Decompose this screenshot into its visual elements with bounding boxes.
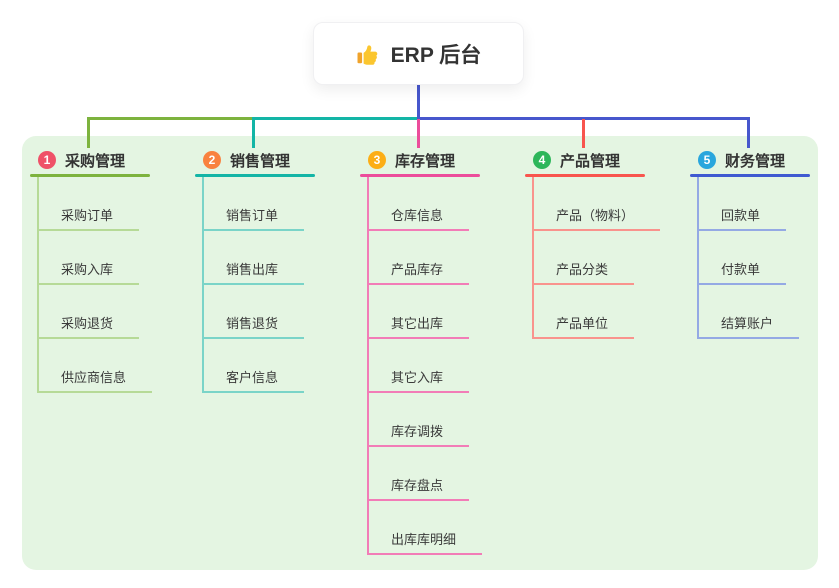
child-label: 客户信息 [226,370,279,385]
thumbs-up-icon [357,44,377,65]
child-node[interactable]: 产品分类 [534,231,635,285]
child-label: 销售订单 [226,208,279,223]
drop-line-sales [252,119,255,148]
child-label: 结算账户 [721,316,774,331]
child-label: 回款单 [721,208,761,223]
badge-2: 2 [203,151,221,169]
child-label: 供应商信息 [61,370,127,385]
child-label: 产品分类 [556,262,609,277]
branch-label: 销售管理 [230,152,291,170]
badge-4: 4 [533,151,551,169]
branch-label: 产品管理 [560,152,621,170]
branch-label: 采购管理 [65,152,126,170]
branch-underline [30,174,150,177]
drop-line-product [582,119,585,148]
child-node[interactable]: 采购入库 [39,231,140,285]
badge-3: 3 [368,151,386,169]
child-node[interactable]: 仓库信息 [369,177,470,231]
child-node[interactable]: 产品（物料） [534,177,661,231]
root-node[interactable]: ERP 后台 [313,22,524,85]
branch-product: 4 产品管理 产品（物料） 产品分类 产品单位 [525,146,695,339]
child-label: 产品（物料） [556,208,635,223]
drop-line-finance [747,119,750,148]
branch-underline [690,174,810,177]
branch-underline [525,174,645,177]
child-label: 销售出库 [226,262,279,277]
child-node[interactable]: 销售出库 [204,231,305,285]
bus-segment-sales [252,117,418,120]
branch-node-product[interactable]: 4 产品管理 [525,146,695,174]
branch-purchase: 1 采购管理 采购订单 采购入库 采购退货 供应商信息 [30,146,200,393]
branch-label: 财务管理 [725,152,786,170]
child-label: 库存盘点 [391,478,444,493]
branch-children: 产品（物料） 产品分类 产品单位 [532,177,661,339]
child-node[interactable]: 采购退货 [39,285,140,339]
child-node[interactable]: 其它出库 [369,285,470,339]
child-node[interactable]: 库存盘点 [369,447,470,501]
child-label: 产品单位 [556,316,609,331]
child-node[interactable]: 销售订单 [204,177,305,231]
branch-node-inventory[interactable]: 3 库存管理 [360,146,530,174]
child-node[interactable]: 采购订单 [39,177,140,231]
child-node[interactable]: 库存调拨 [369,393,470,447]
child-node[interactable]: 其它入库 [369,339,470,393]
child-node[interactable]: 产品单位 [534,285,635,339]
child-node[interactable]: 产品库存 [369,231,470,285]
bus-segment-purchase [87,117,253,120]
branch-sales: 2 销售管理 销售订单 销售出库 销售退货 客户信息 [195,146,365,393]
child-node[interactable]: 销售退货 [204,285,305,339]
root-node-label: ERP 后台 [390,43,482,67]
child-label: 采购订单 [61,208,114,223]
child-label: 付款单 [721,262,761,277]
bus-segment-right [417,117,750,120]
child-node[interactable]: 回款单 [699,177,787,231]
drop-line-purchase [87,119,90,148]
mindmap-panel [22,136,818,570]
child-label: 库存调拨 [391,424,444,439]
badge-5: 5 [698,151,716,169]
child-label: 产品库存 [391,262,444,277]
branch-node-finance[interactable]: 5 财务管理 [690,146,839,174]
child-node[interactable]: 出库库明细 [369,501,483,555]
badge-1: 1 [38,151,56,169]
child-label: 采购入库 [61,262,114,277]
branch-children: 回款单 付款单 结算账户 [697,177,800,339]
child-label: 仓库信息 [391,208,444,223]
child-node[interactable]: 供应商信息 [39,339,153,393]
branch-node-sales[interactable]: 2 销售管理 [195,146,365,174]
child-label: 其它出库 [391,316,444,331]
branch-children: 仓库信息 产品库存 其它出库 其它入库 库存调拨 库存盘点 出库库明细 [367,177,483,555]
branch-node-purchase[interactable]: 1 采购管理 [30,146,200,174]
drop-line-inventory [417,119,420,148]
child-label: 销售退货 [226,316,279,331]
root-connector-line [417,83,420,120]
branch-underline [195,174,315,177]
branch-children: 采购订单 采购入库 采购退货 供应商信息 [37,177,153,393]
branch-finance: 5 财务管理 回款单 付款单 结算账户 [690,146,839,339]
branch-inventory: 3 库存管理 仓库信息 产品库存 其它出库 其它入库 库存调拨 库存盘点 出库库… [360,146,530,555]
child-node[interactable]: 结算账户 [699,285,800,339]
child-label: 采购退货 [61,316,114,331]
branch-label: 库存管理 [395,152,456,170]
child-label: 出库库明细 [391,532,457,547]
branch-children: 销售订单 销售出库 销售退货 客户信息 [202,177,305,393]
child-label: 其它入库 [391,370,444,385]
child-node[interactable]: 付款单 [699,231,787,285]
branch-underline [360,174,480,177]
child-node[interactable]: 客户信息 [204,339,305,393]
